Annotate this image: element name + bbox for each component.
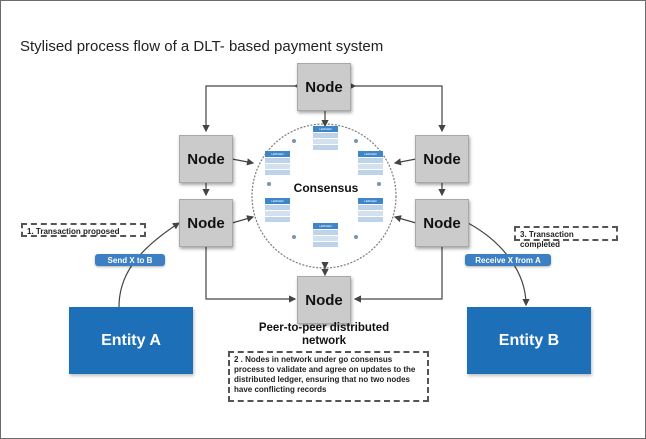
node-upper-right: Node xyxy=(415,135,469,183)
diagram-title: Stylised process flow of a DLT- based pa… xyxy=(20,38,384,55)
entity-a: Entity A xyxy=(69,307,193,374)
ledger-tab: LEDGER xyxy=(313,223,338,229)
ledger-icon: LEDGER xyxy=(358,198,383,224)
step-3-callout: 3. Transaction completed xyxy=(514,226,618,249)
circle-dot xyxy=(354,235,358,239)
arrow-lower-right-bottom xyxy=(353,237,446,303)
consensus-label: Consensus xyxy=(293,181,359,195)
ledger-icon: LEDGER xyxy=(358,151,383,177)
circle-dot xyxy=(292,139,296,143)
arrow-lower-left-bottom xyxy=(202,237,297,303)
arrow-top-upper-right xyxy=(349,82,446,133)
step-1-callout: 1. Transaction proposed xyxy=(21,223,146,237)
arrow-top-upper-left xyxy=(202,82,301,133)
node-bottom: Node xyxy=(297,276,351,324)
node-top: Node xyxy=(297,63,351,111)
ledger-tab: LEDGER xyxy=(313,126,338,132)
circle-dot xyxy=(354,139,358,143)
ledger-tab: LEDGER xyxy=(265,198,290,204)
send-label: Send X to B xyxy=(95,254,165,266)
arrow-lower-right-circle xyxy=(393,215,423,229)
circle-dot xyxy=(292,235,296,239)
ledger-tab: LEDGER xyxy=(358,151,383,157)
step-2-callout: 2 . Nodes in network under go consensus … xyxy=(228,351,429,402)
circle-dot xyxy=(377,182,381,186)
arrow-upper-left-circle xyxy=(225,154,255,166)
ledger-icon: LEDGER xyxy=(265,151,290,177)
node-lower-right: Node xyxy=(415,199,469,247)
ledger-tab: LEDGER xyxy=(265,151,290,157)
node-upper-left: Node xyxy=(179,135,233,183)
network-label: Peer-to-peer distributed network xyxy=(258,322,390,347)
circle-dot xyxy=(267,182,271,186)
arrow-lower-left-circle xyxy=(225,215,255,229)
ledger-icon: LEDGER xyxy=(313,126,338,152)
arrow-upper-right-circle xyxy=(393,154,423,166)
ledger-icon: LEDGER xyxy=(313,223,338,249)
receive-label: Receive X from A xyxy=(465,254,551,266)
entity-b: Entity B xyxy=(467,307,591,374)
node-lower-left: Node xyxy=(179,199,233,247)
ledger-tab: LEDGER xyxy=(358,198,383,204)
ledger-icon: LEDGER xyxy=(265,198,290,224)
